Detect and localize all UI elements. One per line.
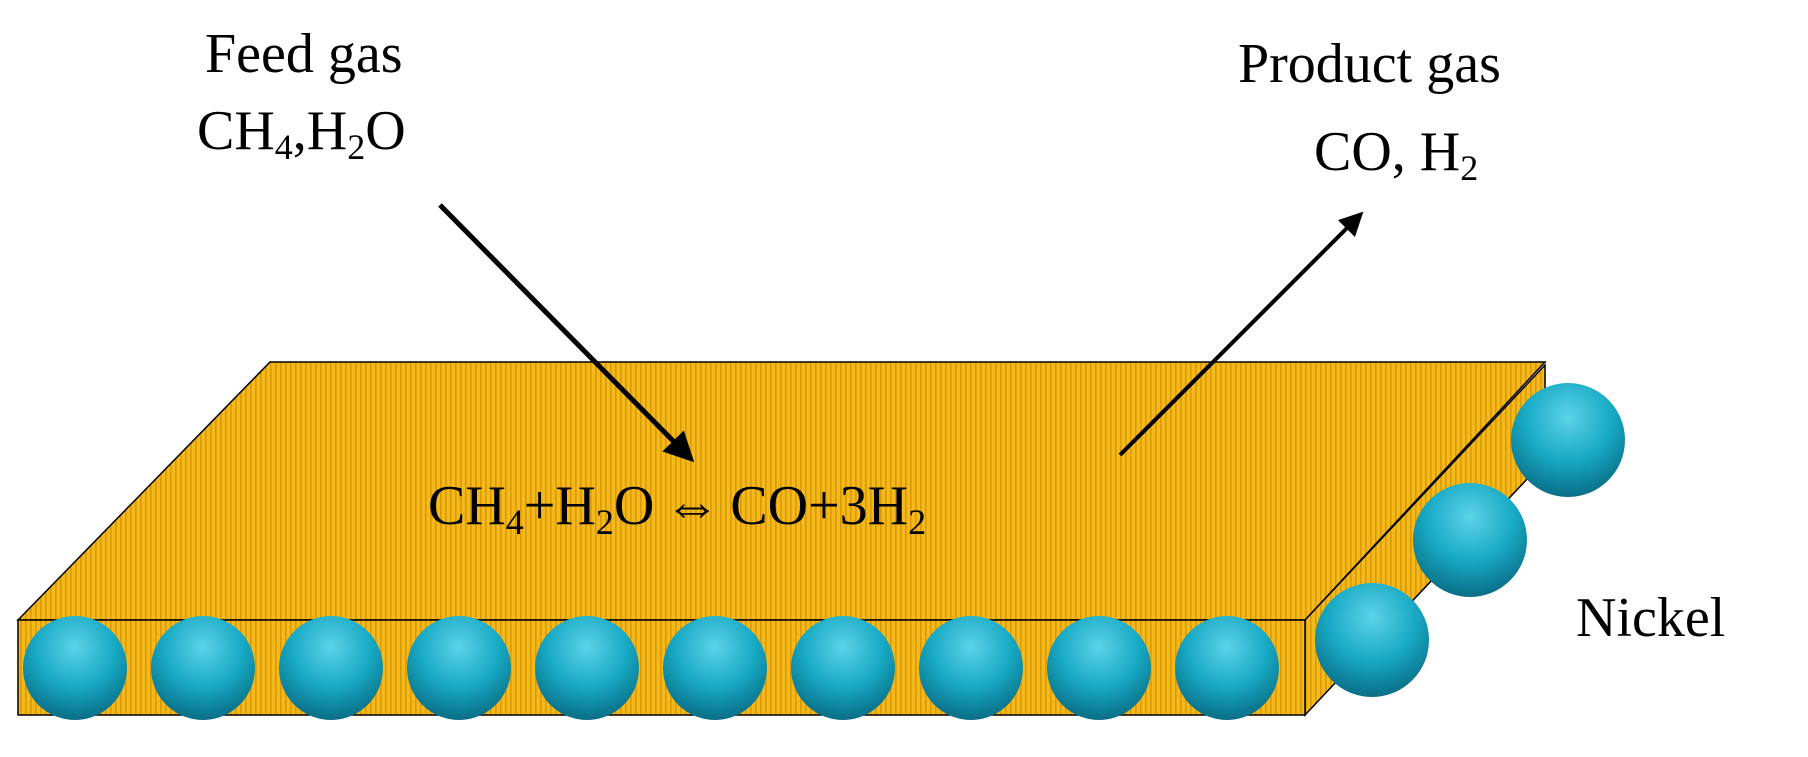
nickel-particle (663, 616, 767, 720)
reaction-sub-4: 4 (505, 502, 524, 542)
feed-ch: CH (197, 100, 275, 162)
side-particle-column (1315, 383, 1625, 697)
nickel-particle (1175, 616, 1279, 720)
reaction-ch: CH (428, 475, 506, 537)
reaction-sub-2a: 2 (595, 502, 614, 542)
nickel-particle-side (1511, 383, 1625, 497)
nickel-particle (151, 616, 255, 720)
reaction-plus-h: +H (523, 475, 596, 537)
product-sub-2: 2 (1460, 148, 1479, 188)
feed-sub-2: 2 (347, 127, 366, 167)
arrow-down-right-icon (438, 203, 695, 463)
nickel-particle (23, 616, 127, 720)
reaction-co-3h: CO+3H (730, 475, 909, 537)
nickel-particle (407, 616, 511, 720)
nickel-particle-side (1413, 483, 1527, 597)
nickel-particle (919, 616, 1023, 720)
feed-gas-formula: CH4,H2O (197, 100, 406, 165)
arrow-up-right-icon (1118, 211, 1364, 457)
nickel-particle (791, 616, 895, 720)
reaction-equation: CH4+H2O⇔CO+3H2 (428, 475, 926, 540)
reaction-o: O (613, 475, 655, 537)
feed-sub-4: 4 (274, 127, 293, 167)
nickel-label: Nickel (1576, 587, 1726, 649)
reaction-sub-2b: 2 (908, 502, 927, 542)
feed-o: O (365, 100, 406, 162)
nickel-particle-side (1315, 583, 1429, 697)
nickel-particle (279, 616, 383, 720)
front-particle-row (23, 616, 1279, 720)
product-gas-title: Product gas (1238, 33, 1501, 95)
equilibrium-arrow-icon: ⇔ (664, 475, 721, 537)
product-co-h: CO, H (1314, 121, 1461, 183)
feed-sep-h: ,H (292, 100, 348, 162)
product-gas-formula: CO, H2 (1314, 121, 1478, 186)
feed-gas-title: Feed gas (205, 23, 403, 85)
nickel-particle (1047, 616, 1151, 720)
nickel-particle (535, 616, 639, 720)
